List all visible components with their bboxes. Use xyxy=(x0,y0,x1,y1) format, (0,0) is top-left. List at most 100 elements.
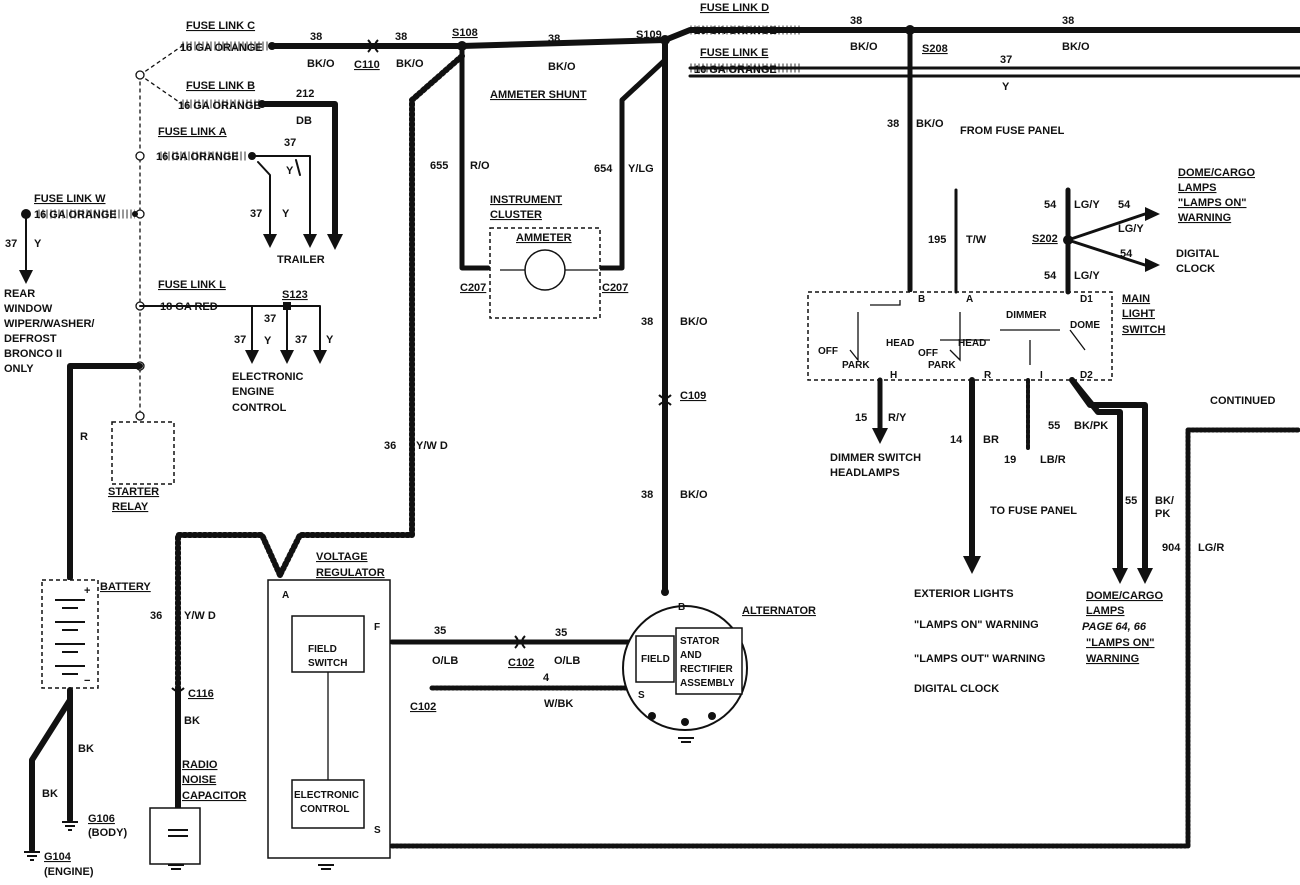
head-label-2: HEAD xyxy=(958,338,986,349)
radio-line-2: NOISE xyxy=(182,774,216,786)
arrow-trailer-1 xyxy=(263,234,277,248)
rear-window-line-3: WIPER/WASHER/ xyxy=(4,318,94,330)
wire-38-label-4: 38 xyxy=(850,15,862,27)
wire-38-label-3: 38 xyxy=(548,33,560,45)
relay-label: RELAY xyxy=(112,501,149,513)
connector-c102-lower: C102 xyxy=(410,701,436,713)
digital-clock-top-2: CLOCK xyxy=(1176,263,1215,275)
ground-g106-label: G106 xyxy=(88,813,115,825)
alternator-field-box xyxy=(635,635,675,683)
wire-36-ywd-upper xyxy=(277,53,465,578)
wire-lgy-label-2: LG/Y xyxy=(1118,223,1144,235)
fuse-link-a-label: FUSE LINK A xyxy=(158,126,227,138)
main-light-switch-1: MAIN xyxy=(1122,293,1150,305)
dome-top-line-3: "LAMPS ON" xyxy=(1178,197,1247,209)
wire-38-label-5: 38 xyxy=(1062,15,1074,27)
fuse-link-d-label: FUSE LINK D xyxy=(700,2,769,14)
wire-195-label: 195 xyxy=(928,234,946,246)
wire-37-label-l3: 37 xyxy=(295,334,307,346)
off-label-2: OFF xyxy=(918,348,938,359)
exterior-line-4: DIGITAL CLOCK xyxy=(914,683,999,695)
regulator-terminal-a: A xyxy=(282,590,289,601)
switch-terminal-h: H xyxy=(890,370,897,381)
wire-bk-label-batt: BK xyxy=(78,743,94,755)
connector-c109-label: C109 xyxy=(680,390,706,402)
dome-bottom-line-5: WARNING xyxy=(1086,653,1139,665)
dome-top-line-4: WARNING xyxy=(1178,212,1231,224)
wire-bko-label-2: BK/O xyxy=(396,58,424,70)
ammeter-shunt-label: AMMETER SHUNT xyxy=(490,89,587,101)
wire-55-bkpk xyxy=(1069,377,1148,573)
alternator-terminal-s: S xyxy=(638,690,645,701)
field-switch-line-2: SWITCH xyxy=(308,658,347,669)
dome-bottom-line-2: LAMPS xyxy=(1086,605,1125,617)
main-light-switch-2: LIGHT xyxy=(1122,308,1155,320)
wire-37-label-l1: 37 xyxy=(264,313,276,325)
wire-bko-label-alt1: BK/O xyxy=(680,316,708,328)
wire-15-label: 15 xyxy=(855,412,867,424)
stator-line-2: AND xyxy=(680,650,702,661)
wire-4-label: 4 xyxy=(543,672,550,684)
stator-line-4: ASSEMBLY xyxy=(680,678,735,689)
to-fuse-panel-label: TO FUSE PANEL xyxy=(990,505,1077,517)
from-fuse-panel-label: FROM FUSE PANEL xyxy=(960,125,1065,137)
instrument-label: INSTRUMENT xyxy=(490,194,562,206)
alternator-label: ALTERNATOR xyxy=(742,605,816,617)
wire-38-label-2: 38 xyxy=(395,31,407,43)
dome-bottom-line-1: DOME/CARGO xyxy=(1086,590,1163,602)
switch-terminal-d1: D1 xyxy=(1080,294,1093,305)
wire-54-label-2: 54 xyxy=(1118,199,1131,211)
field-switch-line-1: FIELD xyxy=(308,644,337,655)
stator-line-1: STATOR xyxy=(680,636,720,647)
starter-relay-box xyxy=(111,421,175,485)
wire-ry-label: R/Y xyxy=(888,412,907,424)
wire-19-label: 19 xyxy=(1004,454,1016,466)
electronic-control-box xyxy=(291,779,365,829)
ammeter-gauge xyxy=(524,249,566,291)
connector-c116-label: C116 xyxy=(188,688,214,700)
wire-904-label: 904 xyxy=(1162,542,1181,554)
wire-54-label-4: 54 xyxy=(1044,270,1057,282)
continued-label: CONTINUED xyxy=(1210,395,1275,407)
fuse-link-segments xyxy=(38,25,800,219)
splice-s208-label: S208 xyxy=(922,43,948,55)
dimmer-switch-line-2: HEADLAMPS xyxy=(830,467,900,479)
eec-line-3: CONTROL xyxy=(232,402,287,414)
wire-tw-label: T/W xyxy=(966,234,987,246)
main-light-switch-3: SWITCH xyxy=(1122,324,1165,336)
electronic-control-line-1: ELECTRONIC xyxy=(294,790,359,801)
electronic-control-line-2: CONTROL xyxy=(300,804,349,815)
battery-minus: − xyxy=(84,675,90,687)
alternator-field-label: FIELD xyxy=(641,654,670,665)
arrow-eec-1 xyxy=(245,350,259,364)
wire-wbk-label: W/BK xyxy=(544,698,573,710)
wire-ylg-label: Y/LG xyxy=(628,163,654,175)
eec-line-2: ENGINE xyxy=(232,386,274,398)
starter-label: STARTER xyxy=(108,486,159,498)
wire-lbr-label: LB/R xyxy=(1040,454,1066,466)
fuse-link-a-gauge: 16 GA ORANGE xyxy=(156,151,239,163)
instrument-cluster-box xyxy=(489,227,601,319)
battery-cells xyxy=(55,599,85,675)
exterior-line-1: EXTERIOR LIGHTS xyxy=(914,588,1014,600)
rear-window-line-6: ONLY xyxy=(4,363,34,375)
light-switch-internals xyxy=(849,300,1086,365)
wire-r-label: R xyxy=(80,431,88,443)
ammeter-label: AMMETER xyxy=(516,232,572,244)
regulator-terminal-s: S xyxy=(374,825,381,836)
wire-y-label-e: Y xyxy=(1002,81,1010,93)
battery-box xyxy=(41,579,99,689)
fuse-link-c-gauge: 16 GA ORANGE xyxy=(180,42,263,54)
wire-bko-label-fuse: BK/O xyxy=(916,118,944,130)
switch-terminal-d2: D2 xyxy=(1080,370,1093,381)
dome-top-line-2: LAMPS xyxy=(1178,182,1217,194)
off-label-1: OFF xyxy=(818,346,838,357)
wire-r-battery xyxy=(67,363,143,581)
wire-37-label-a: 37 xyxy=(284,137,296,149)
wire-bko-label-5: BK/O xyxy=(1062,41,1090,53)
fuse-link-e-label: FUSE LINK E xyxy=(700,47,768,59)
wire-37-label-a2: 37 xyxy=(250,208,262,220)
wire-br-label: BR xyxy=(983,434,999,446)
fuse-link-l-gauge: 18 GA RED xyxy=(160,301,218,313)
